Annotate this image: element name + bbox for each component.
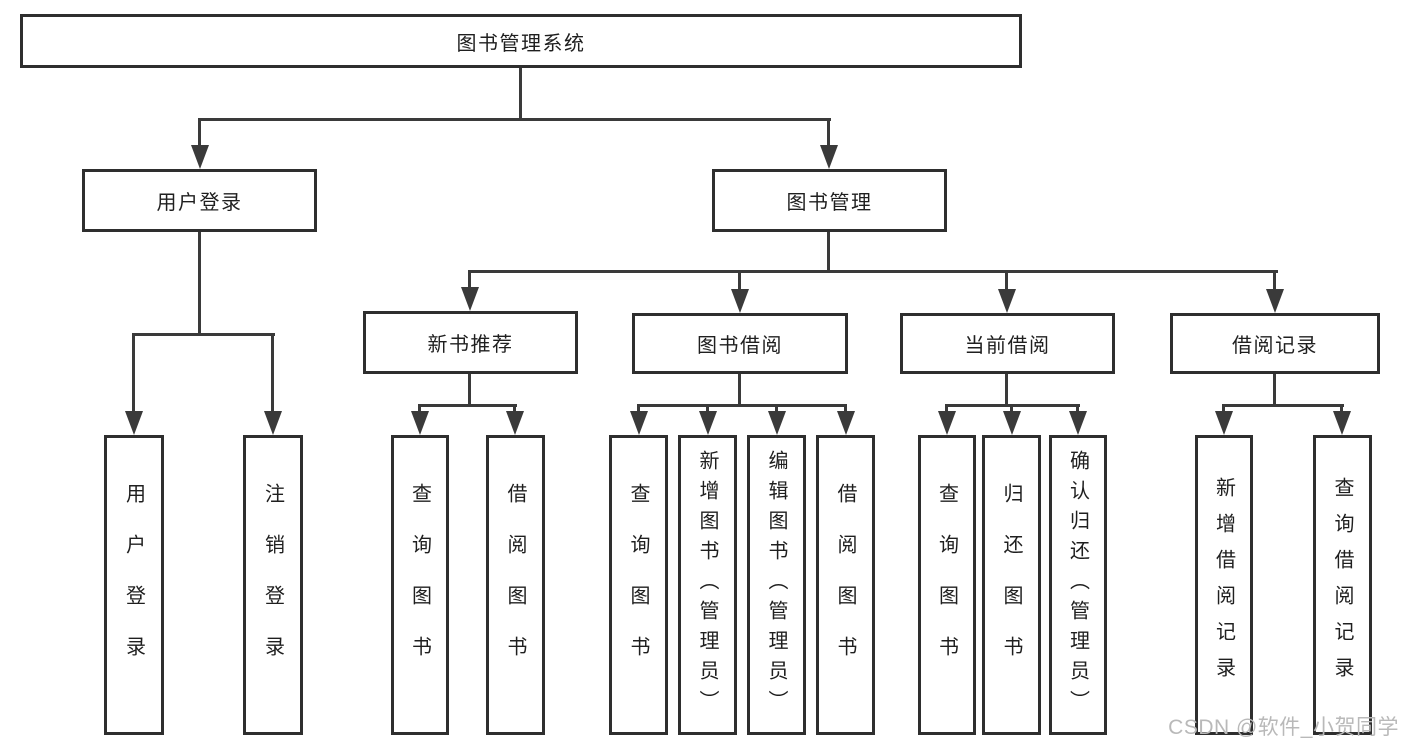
node-book-management-label: 图书管理 xyxy=(786,192,873,214)
connector-vline xyxy=(468,374,471,407)
connector-vline xyxy=(519,68,522,121)
leaf-records-query-record: 查询借阅记录 xyxy=(1313,435,1372,735)
leaf-current-confirm-return-admin: 确认归还（管理员） xyxy=(1049,435,1107,735)
connector-vline xyxy=(738,270,741,291)
connector-arrowhead xyxy=(699,411,717,435)
connector-arrowhead xyxy=(1333,411,1351,435)
connector-arrowhead xyxy=(768,411,786,435)
leaf-borrow-edit-books-admin: 编辑图书（管理员） xyxy=(747,435,806,735)
connector-arrowhead xyxy=(1215,411,1233,435)
node-library-system: 图书管理系统 xyxy=(20,14,1022,68)
connector-vline xyxy=(1222,404,1225,414)
node-user-login-label: 用户登录 xyxy=(156,192,243,214)
connector-arrowhead xyxy=(411,411,429,435)
connector-arrowhead xyxy=(1003,411,1021,435)
node-new-book-recommend: 新书推荐 xyxy=(363,311,578,374)
connector-arrowhead xyxy=(264,411,282,435)
leaf-borrow-borrow-books: 借阅图书 xyxy=(816,435,875,735)
leaf-borrow-query-books: 查询图书 xyxy=(609,435,668,735)
connector-hline xyxy=(198,118,831,121)
connector-arrowhead xyxy=(630,411,648,435)
node-user-login: 用户登录 xyxy=(82,169,317,232)
node-book-borrow: 图书借阅 xyxy=(632,313,848,374)
leaf-current-return-books-label: 归还图书 xyxy=(1000,483,1022,687)
connector-hline xyxy=(132,333,275,336)
node-new-book-recommend-label: 新书推荐 xyxy=(427,334,514,356)
leaf-current-query-books: 查询图书 xyxy=(918,435,976,735)
leaf-borrow-query-books-label: 查询图书 xyxy=(627,483,649,687)
connector-arrowhead xyxy=(125,411,143,435)
leaf-logout-label: 注销登录 xyxy=(261,483,284,687)
connector-vline xyxy=(418,404,421,414)
connector-arrowhead xyxy=(461,287,479,311)
connector-vline xyxy=(1340,404,1343,414)
connector-hline xyxy=(468,270,1278,273)
connector-vline xyxy=(132,333,135,413)
connector-vline xyxy=(738,374,741,407)
connector-arrowhead xyxy=(191,145,209,169)
leaf-borrow-add-books-admin: 新增图书（管理员） xyxy=(678,435,737,735)
connector-arrowhead xyxy=(837,411,855,435)
node-borrow-records: 借阅记录 xyxy=(1170,313,1380,374)
leaf-current-query-books-label: 查询图书 xyxy=(935,483,958,687)
leaf-newbook-borrow-books-label: 借阅图书 xyxy=(504,483,526,687)
leaf-current-return-books: 归还图书 xyxy=(982,435,1041,735)
connector-vline xyxy=(706,404,709,414)
watermark: CSDN @软件_小贺同学 xyxy=(1168,716,1399,739)
connector-vline xyxy=(198,118,201,147)
leaf-records-add-record-label: 新增借阅记录 xyxy=(1212,477,1235,693)
node-current-borrow-label: 当前借阅 xyxy=(964,335,1051,357)
connector-vline xyxy=(468,270,471,289)
leaf-newbook-query-books: 查询图书 xyxy=(391,435,449,735)
connector-vline xyxy=(945,404,948,414)
connector-vline xyxy=(198,232,201,336)
leaf-newbook-query-books-label: 查询图书 xyxy=(408,483,431,687)
leaf-records-add-record: 新增借阅记录 xyxy=(1195,435,1253,735)
connector-arrowhead xyxy=(1069,411,1087,435)
connector-vline xyxy=(1076,404,1079,414)
leaf-borrow-edit-books-admin-label: 编辑图书（管理员） xyxy=(765,450,787,720)
connector-vline xyxy=(1005,270,1008,291)
connector-hline xyxy=(637,404,847,407)
connector-arrowhead xyxy=(820,145,838,169)
node-current-borrow: 当前借阅 xyxy=(900,313,1115,374)
leaf-borrow-add-books-admin-label: 新增图书（管理员） xyxy=(696,450,718,720)
connector-arrowhead xyxy=(1266,289,1284,313)
connector-vline xyxy=(827,232,830,273)
connector-vline xyxy=(844,404,847,414)
leaf-borrow-borrow-books-label: 借阅图书 xyxy=(834,483,856,687)
node-book-management: 图书管理 xyxy=(712,169,947,232)
leaf-current-confirm-return-admin-label: 确认归还（管理员） xyxy=(1066,450,1089,720)
connector-arrowhead xyxy=(731,289,749,313)
connector-hline xyxy=(418,404,517,407)
connector-vline xyxy=(271,333,274,413)
node-book-borrow-label: 图书借阅 xyxy=(697,335,783,357)
leaf-records-query-record-label: 查询借阅记录 xyxy=(1331,477,1353,693)
connector-arrowhead xyxy=(506,411,524,435)
connector-vline xyxy=(827,118,830,147)
node-borrow-records-label: 借阅记录 xyxy=(1232,335,1318,357)
connector-vline xyxy=(775,404,778,414)
connector-vline xyxy=(1273,374,1276,407)
node-library-system-label: 图书管理系统 xyxy=(456,32,586,55)
connector-vline xyxy=(1273,270,1276,291)
connector-arrowhead xyxy=(938,411,956,435)
leaf-newbook-borrow-books: 借阅图书 xyxy=(486,435,545,735)
leaf-logout: 注销登录 xyxy=(243,435,303,735)
connector-hline xyxy=(1222,404,1344,407)
leaf-user-login-label: 用户登录 xyxy=(122,483,145,687)
connector-arrowhead xyxy=(998,289,1016,313)
connector-vline xyxy=(1010,404,1013,414)
connector-vline xyxy=(637,404,640,414)
connector-vline xyxy=(513,404,516,414)
connector-vline xyxy=(1005,374,1008,407)
leaf-user-login: 用户登录 xyxy=(104,435,164,735)
